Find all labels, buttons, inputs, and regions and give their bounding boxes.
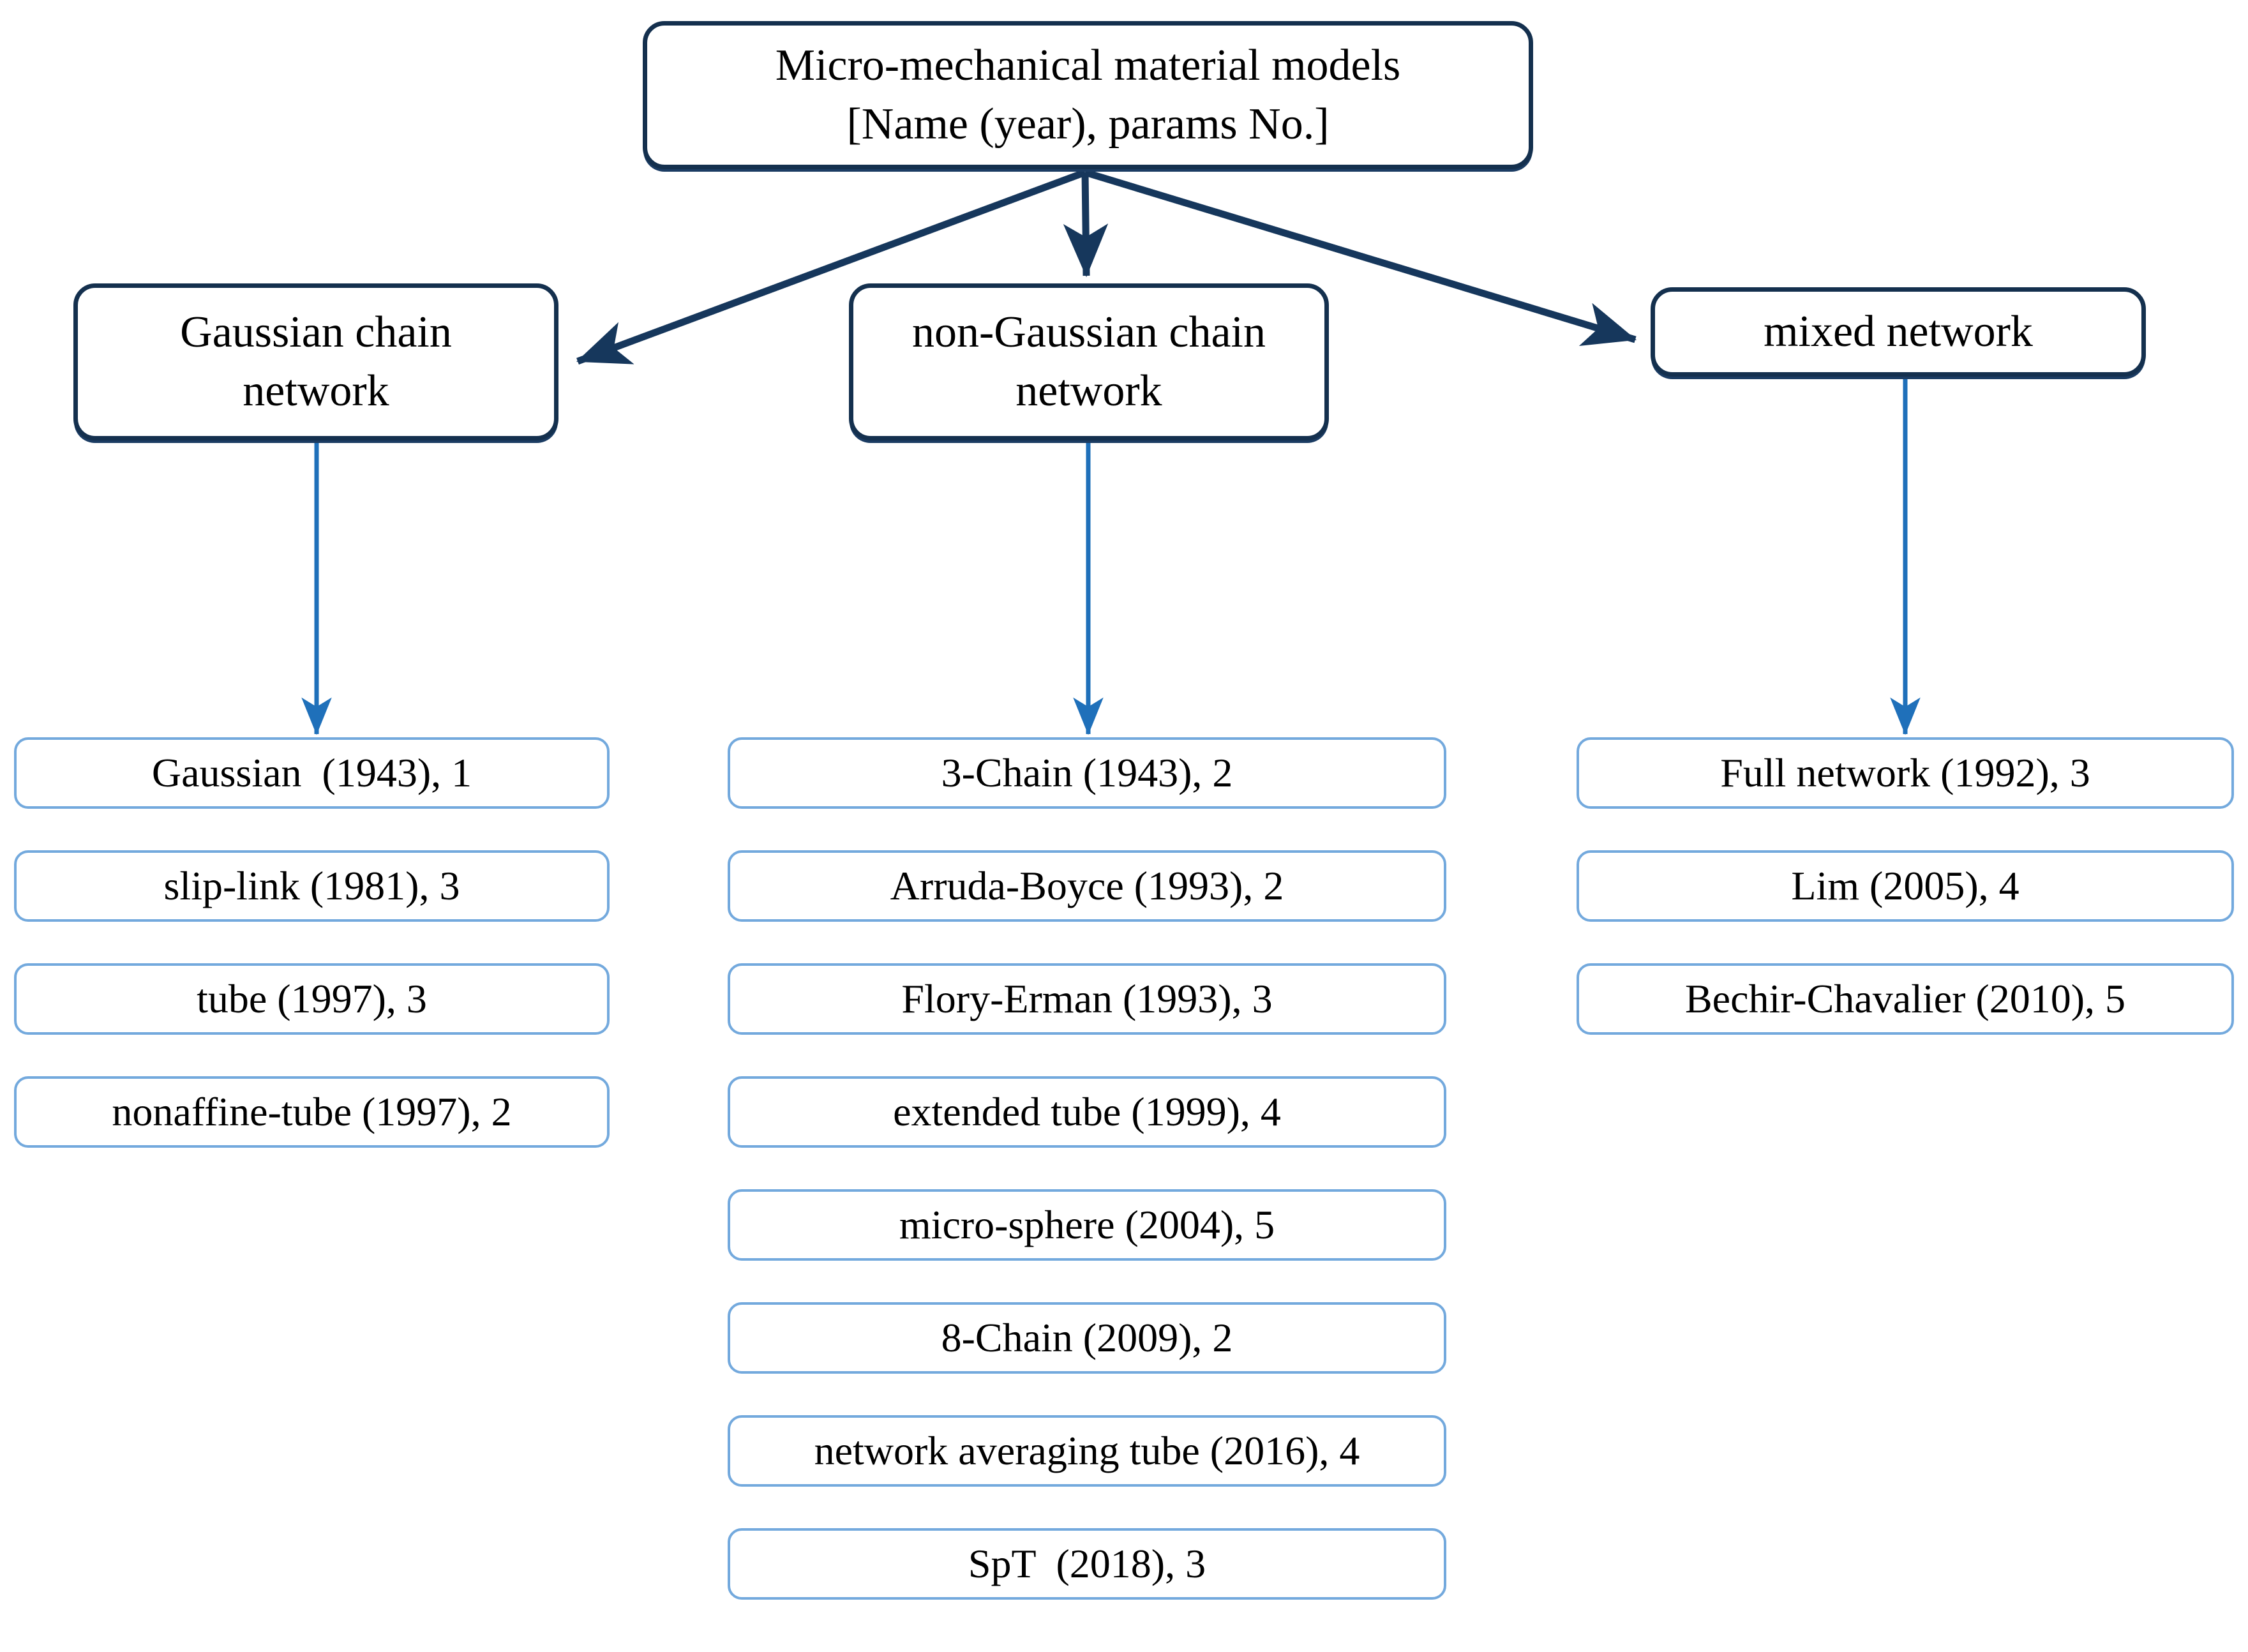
model-box-flory-erman-label: Flory-Erman (1993), 3 xyxy=(901,975,1273,1021)
model-box-nonaffine-tube[interactable]: nonaffine-tube (1997), 2 xyxy=(14,1076,610,1148)
model-box-micro-sphere-label: micro-sphere (2004), 5 xyxy=(899,1201,1275,1247)
branch-node-non-gaussian-chain-network[interactable]: non-Gaussian chain network xyxy=(849,283,1329,440)
model-box-extended-tube-label: extended tube (1999), 4 xyxy=(893,1088,1281,1134)
model-box-extended-tube[interactable]: extended tube (1999), 4 xyxy=(728,1076,1446,1148)
model-box-arruda-boyce-label: Arruda-Boyce (1993), 2 xyxy=(890,862,1284,908)
model-box-tube-label: tube (1997), 3 xyxy=(197,975,427,1021)
model-box-8-chain-label: 8-Chain (2009), 2 xyxy=(941,1314,1233,1360)
model-box-bechir-chavalier-label: Bechir-Chavalier (2010), 5 xyxy=(1684,975,2126,1021)
branch-node-mixed-network[interactable]: mixed network xyxy=(1651,287,2146,377)
model-box-slip-link[interactable]: slip-link (1981), 3 xyxy=(14,850,610,922)
model-box-spt-label: SpT (2018), 3 xyxy=(968,1540,1206,1586)
model-box-8-chain[interactable]: 8-Chain (2009), 2 xyxy=(728,1302,1446,1374)
model-box-3-chain[interactable]: 3-Chain (1943), 2 xyxy=(728,737,1446,809)
branch-node-gaussian-chain-network-label: Gaussian chain network xyxy=(180,307,452,416)
edge-root-to-non-gaussian xyxy=(1063,172,1109,278)
model-box-gaussian[interactable]: Gaussian (1943), 1 xyxy=(14,737,610,809)
model-box-full-network-label: Full network (1992), 3 xyxy=(1720,749,2090,795)
model-box-slip-link-label: slip-link (1981), 3 xyxy=(163,862,460,908)
model-box-micro-sphere[interactable]: micro-sphere (2004), 5 xyxy=(728,1189,1446,1261)
model-box-network-averaging-tube[interactable]: network averaging tube (2016), 4 xyxy=(728,1415,1446,1487)
model-box-3-chain-label: 3-Chain (1943), 2 xyxy=(941,749,1233,795)
root-node-label: Micro-mechanical material models [Name (… xyxy=(775,40,1401,149)
model-box-gaussian-label: Gaussian (1943), 1 xyxy=(151,749,472,795)
branch-node-gaussian-chain-network[interactable]: Gaussian chain network xyxy=(73,283,558,440)
model-box-bechir-chavalier[interactable]: Bechir-Chavalier (2010), 5 xyxy=(1577,963,2234,1035)
branch-node-non-gaussian-chain-network-label: non-Gaussian chain network xyxy=(911,307,1266,416)
branch-node-mixed-network-label: mixed network xyxy=(1764,306,2033,356)
model-box-network-averaging-tube-label: network averaging tube (2016), 4 xyxy=(814,1427,1360,1473)
model-box-flory-erman[interactable]: Flory-Erman (1993), 3 xyxy=(728,963,1446,1035)
model-box-tube[interactable]: tube (1997), 3 xyxy=(14,963,610,1035)
model-box-nonaffine-tube-label: nonaffine-tube (1997), 2 xyxy=(112,1088,512,1134)
model-box-lim[interactable]: Lim (2005), 4 xyxy=(1577,850,2234,922)
model-box-lim-label: Lim (2005), 4 xyxy=(1791,862,2019,908)
model-box-arruda-boyce[interactable]: Arruda-Boyce (1993), 2 xyxy=(728,850,1446,922)
model-box-spt[interactable]: SpT (2018), 3 xyxy=(728,1528,1446,1600)
model-box-full-network[interactable]: Full network (1992), 3 xyxy=(1577,737,2234,809)
root-node[interactable]: Micro-mechanical material models [Name (… xyxy=(643,21,1533,169)
